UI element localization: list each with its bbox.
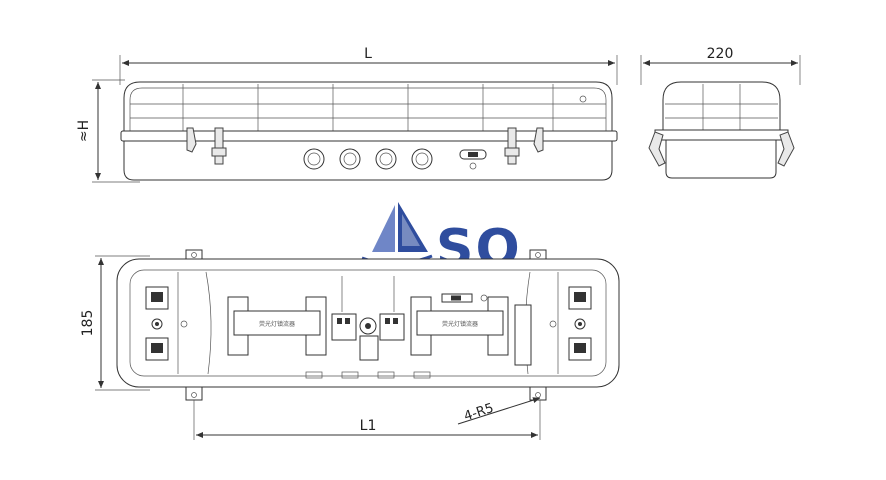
dim-height: ≈H [76,120,92,142]
plan-view: 185 荧光灯镇流器 荧光灯镇流 [80,249,620,440]
dim-mount-length: L1 [360,418,377,434]
dim-depth: 185 [80,310,96,337]
ballast-label-right: 荧光灯镇流器 [442,320,478,328]
dim-corner-radius: 4-R5 [462,401,495,425]
side-view: 220 [640,46,801,179]
guard-bars [130,84,606,132]
cable-glands [303,148,433,170]
ballast-label-left: 荧光灯镇流器 [259,320,295,328]
dim-width: 220 [707,46,734,62]
dim-length: L [364,46,372,62]
front-view: L ≈H [76,46,618,183]
